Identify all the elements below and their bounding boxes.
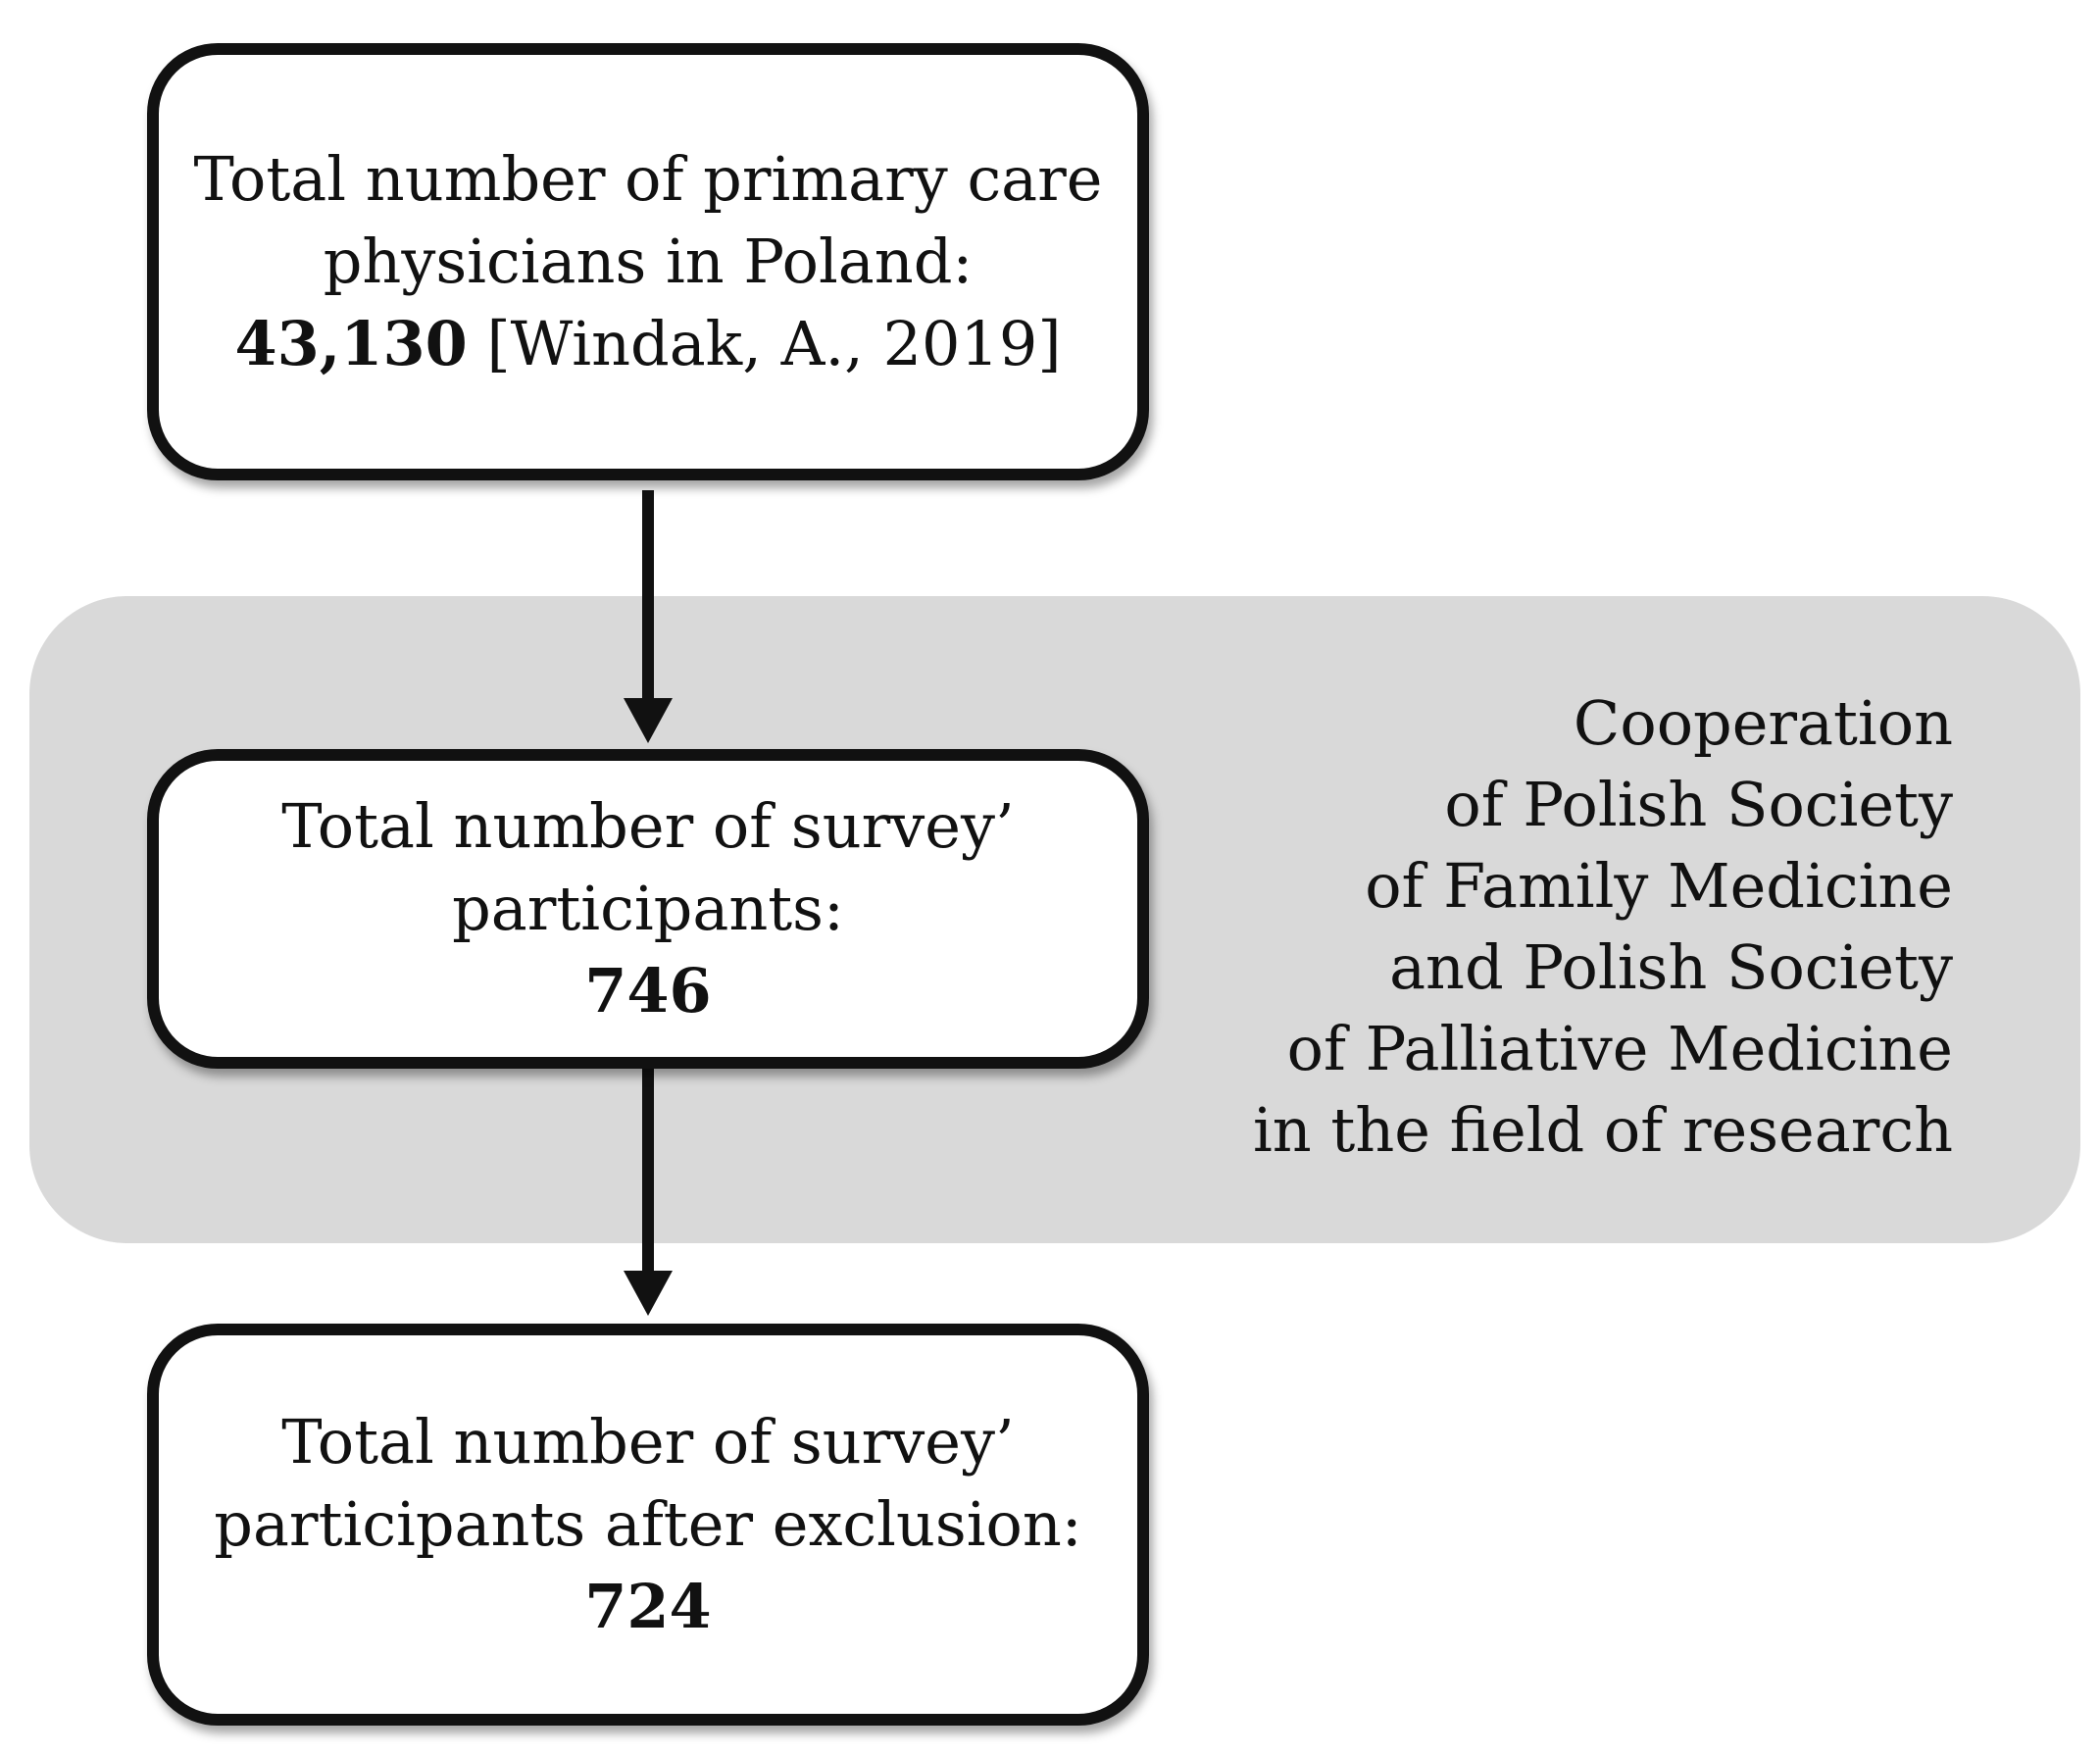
- box-1-value: 43,130: [234, 308, 468, 379]
- box-3-value: 724: [584, 1571, 712, 1642]
- flow-box-total-physicians: Total number of primary care physicians …: [147, 43, 1149, 480]
- box-1-citation: [Windak, A., 2019]: [467, 308, 1062, 379]
- box-1-line-1: Total number of primary care: [193, 143, 1103, 215]
- note-line-2: of Polish Society: [1444, 769, 1953, 840]
- box-2-line-2: participants:: [452, 873, 844, 944]
- note-line-4: and Polish Society: [1389, 931, 1953, 1003]
- flow-box-participants-after-exclusion: Total number of survey’ participants aft…: [147, 1324, 1149, 1726]
- box-2-value: 746: [584, 955, 712, 1027]
- cooperation-note: Cooperation of Polish Society of Family …: [1253, 682, 1953, 1171]
- box-1-value-line: 43,130 [Windak, A., 2019]: [194, 303, 1103, 385]
- arrow-2-head: [624, 1271, 673, 1316]
- note-line-1: Cooperation: [1573, 687, 1953, 759]
- box-3-line-1: Total number of survey’: [281, 1406, 1015, 1478]
- note-line-6: in the field of research: [1252, 1094, 1953, 1166]
- box-1-line-2: physicians in Poland:: [323, 226, 974, 297]
- note-line-3: of Family Medicine: [1365, 850, 1953, 922]
- flow-box-survey-participants: Total number of survey’ participants: 74…: [147, 749, 1149, 1069]
- box-3-line-2: participants after exclusion:: [214, 1488, 1082, 1560]
- arrow-1-head: [624, 698, 673, 743]
- note-line-5: of Palliative Medicine: [1286, 1013, 1953, 1084]
- box-2-line-1: Total number of survey’: [281, 790, 1015, 862]
